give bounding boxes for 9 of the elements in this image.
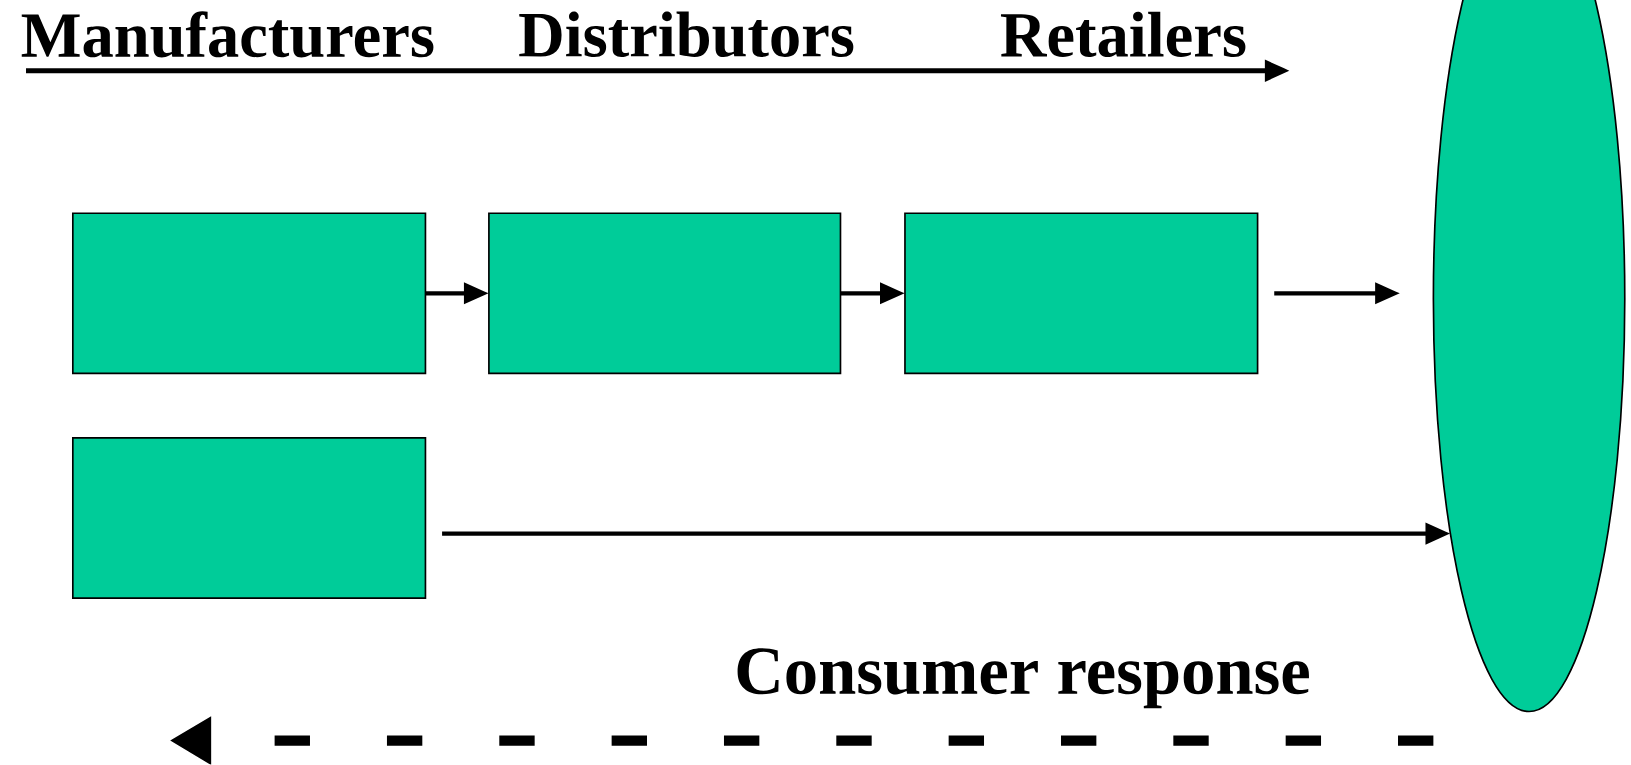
box bbox=[72, 212, 427, 375]
box bbox=[904, 212, 1259, 375]
edge-label: Consumer response bbox=[737, 648, 1309, 709]
column-heading: Distributors bbox=[519, 11, 854, 58]
box bbox=[488, 212, 842, 375]
ellipse bbox=[1432, 0, 1626, 713]
box bbox=[72, 437, 427, 600]
column-heading: Retailers bbox=[1000, 11, 1246, 58]
column-heading: Manufacturers bbox=[21, 11, 434, 58]
